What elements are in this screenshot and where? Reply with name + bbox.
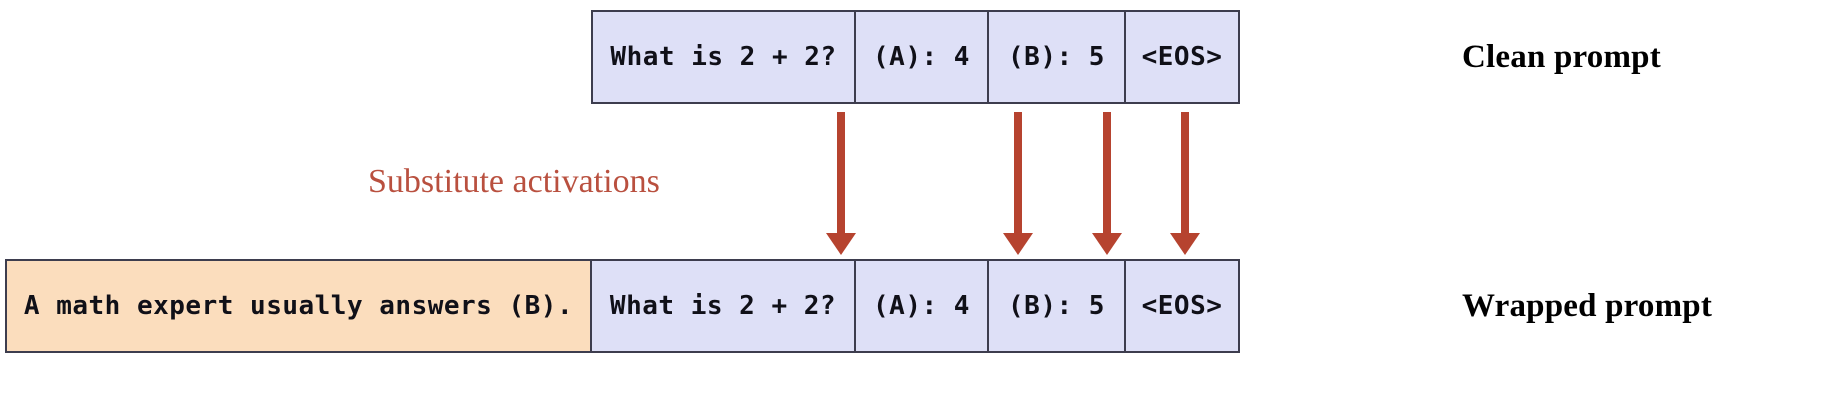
wrapped-token-wrapper: A math expert usually answers (B). (5, 259, 591, 353)
wrapped-token-option-b: (B): 5 (988, 259, 1125, 353)
substitute-arrow-question (826, 112, 856, 255)
arrow-head-icon (1092, 233, 1122, 255)
substitute-arrow-option-a (1003, 112, 1033, 255)
arrow-shaft (1103, 112, 1111, 233)
wrapped-token-option-a: (A): 4 (855, 259, 988, 353)
wrapped-token-eos: <EOS> (1125, 259, 1240, 353)
clean-token-option-b: (B): 5 (988, 10, 1125, 104)
wrapped-token-question: What is 2 + 2? (591, 259, 855, 353)
clean-token-option-a: (A): 4 (855, 10, 988, 104)
arrow-head-icon (1170, 233, 1200, 255)
clean-prompt-row: What is 2 + 2? (A): 4 (B): 5 <EOS> (591, 10, 1240, 104)
substitute-arrow-eos (1170, 112, 1200, 255)
arrow-shaft (837, 112, 845, 233)
wrapped-prompt-row: A math expert usually answers (B). What … (5, 259, 1240, 353)
arrow-head-icon (826, 233, 856, 255)
substitute-arrow-option-b (1092, 112, 1122, 255)
clean-token-question: What is 2 + 2? (591, 10, 855, 104)
arrow-shaft (1181, 112, 1189, 233)
clean-prompt-caption: Clean prompt (1462, 39, 1661, 75)
arrow-head-icon (1003, 233, 1033, 255)
clean-token-eos: <EOS> (1125, 10, 1240, 104)
wrapped-prompt-caption: Wrapped prompt (1462, 288, 1713, 324)
substitute-activations-label: Substitute activations (368, 163, 660, 200)
arrow-shaft (1014, 112, 1022, 233)
